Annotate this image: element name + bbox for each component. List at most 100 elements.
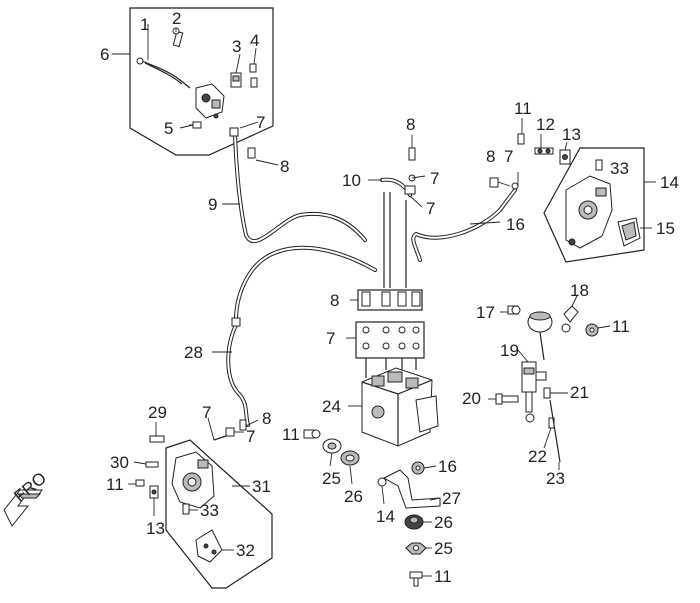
brake-hose-28 (226, 245, 377, 427)
callout-26b: 26 (434, 513, 453, 532)
callout-25b: 25 (434, 539, 453, 558)
part-4-screws (249, 63, 258, 88)
rear-master-cylinder (521, 361, 547, 423)
part-16-bolt-lower (411, 461, 425, 475)
part-8-bolt-top (408, 147, 416, 161)
callout-30: 30 (110, 453, 129, 472)
callout-33a: 33 (610, 159, 629, 178)
part-13-sensor-lower (149, 485, 159, 499)
banjo-fitting (229, 127, 239, 137)
callout-11d: 11 (106, 475, 124, 494)
part-14-bolt-lower (377, 477, 387, 487)
part-8-bolt-right (489, 177, 499, 188)
part-25-nut (322, 438, 342, 454)
callout-27: 27 (442, 489, 461, 508)
callout-1: 1 (140, 15, 149, 34)
abs-modulator-unit (361, 367, 439, 447)
part-29-fitting (149, 435, 165, 443)
callout-5: 5 (164, 119, 173, 138)
callout-14b: 14 (376, 507, 395, 526)
callout-12: 12 (536, 115, 555, 134)
callout-17: 17 (476, 303, 495, 322)
callout-7b: 7 (430, 169, 439, 188)
callout-8b: 8 (406, 115, 415, 134)
callout-11b: 11 (612, 317, 630, 336)
callout-4: 4 (250, 31, 259, 50)
callout-28: 28 (184, 343, 203, 362)
part-27-bracket (382, 469, 441, 509)
callout-24: 24 (322, 397, 341, 416)
callout-11c: 11 (282, 425, 300, 444)
part-20-bolt (495, 393, 519, 405)
part-23-rod (549, 399, 561, 463)
callout-21: 21 (570, 383, 589, 402)
part-2-bolt (172, 27, 184, 48)
callout-8a: 8 (280, 157, 289, 176)
callout-8d: 8 (330, 291, 339, 310)
part-11-nut (585, 323, 599, 337)
callout-7e: 7 (326, 329, 335, 348)
group-box-6 (129, 7, 274, 156)
rear-caliper (171, 451, 215, 509)
callout-7d: 7 (504, 147, 513, 166)
callout-10: 10 (342, 171, 361, 190)
part-25-nut-lower (405, 542, 427, 555)
part-26-grommet (340, 450, 360, 466)
part-21-screw (543, 387, 551, 399)
callout-8e: 8 (262, 409, 271, 428)
callout-11a: 11 (514, 99, 532, 118)
callout-6: 6 (100, 45, 109, 64)
callout-14a: 14 (660, 173, 679, 192)
callout-15: 15 (656, 219, 675, 238)
part-33-screw-top (595, 159, 603, 171)
callout-31: 31 (252, 477, 271, 496)
callout-8c: 8 (486, 147, 495, 166)
part-12-bracket (534, 147, 554, 155)
part-11-bolt-lower (303, 429, 321, 439)
callout-7a: 7 (256, 113, 265, 132)
callout-18: 18 (570, 281, 589, 300)
part-11-screw-left (135, 479, 145, 487)
callout-19: 19 (500, 341, 519, 360)
group-box-31 (165, 439, 273, 589)
callout-11e: 11 (434, 567, 452, 586)
part-15-brake-pads (617, 217, 641, 247)
callout-20: 20 (462, 389, 481, 408)
callout-7g: 7 (246, 427, 255, 446)
junction-block-8 (357, 289, 423, 311)
part-11-bolt (517, 133, 525, 145)
part-17-bolt (507, 305, 521, 315)
part-26-grommet-lower (404, 514, 424, 530)
callout-3: 3 (232, 37, 241, 56)
callout-29: 29 (148, 403, 167, 422)
part-18-clamp (561, 305, 579, 333)
callout-7f: 7 (202, 403, 211, 422)
callout-2: 2 (172, 9, 181, 28)
callout-33b: 33 (200, 501, 219, 520)
front-caliper (565, 175, 613, 249)
callout-13b: 13 (146, 519, 165, 538)
junction-block-7 (355, 321, 425, 359)
callout-23: 23 (546, 469, 565, 488)
callout-7c: 7 (426, 199, 435, 218)
part-3-clamp (230, 72, 242, 88)
brake-hose-9 (233, 133, 367, 244)
callout-25a: 25 (322, 469, 341, 488)
callout-9: 9 (208, 195, 217, 214)
part-master-cylinder (195, 83, 225, 119)
part-11-bolt-bottom (409, 571, 423, 587)
part-8-banjo-bolt (247, 147, 256, 159)
brake-hose-16-top (411, 188, 517, 262)
part-5-screw (189, 121, 202, 129)
front-direction-arrow-icon: FRO (3, 468, 50, 527)
part-13-sensor (559, 149, 571, 165)
callout-16a: 16 (506, 215, 525, 234)
callout-22: 22 (528, 447, 547, 466)
part-32-pads (195, 529, 223, 563)
reservoir (527, 311, 553, 361)
part-1-brake-lever (136, 57, 191, 89)
callout-32: 32 (236, 541, 255, 560)
group-box-14 (543, 147, 645, 263)
callout-26a: 26 (344, 487, 363, 506)
